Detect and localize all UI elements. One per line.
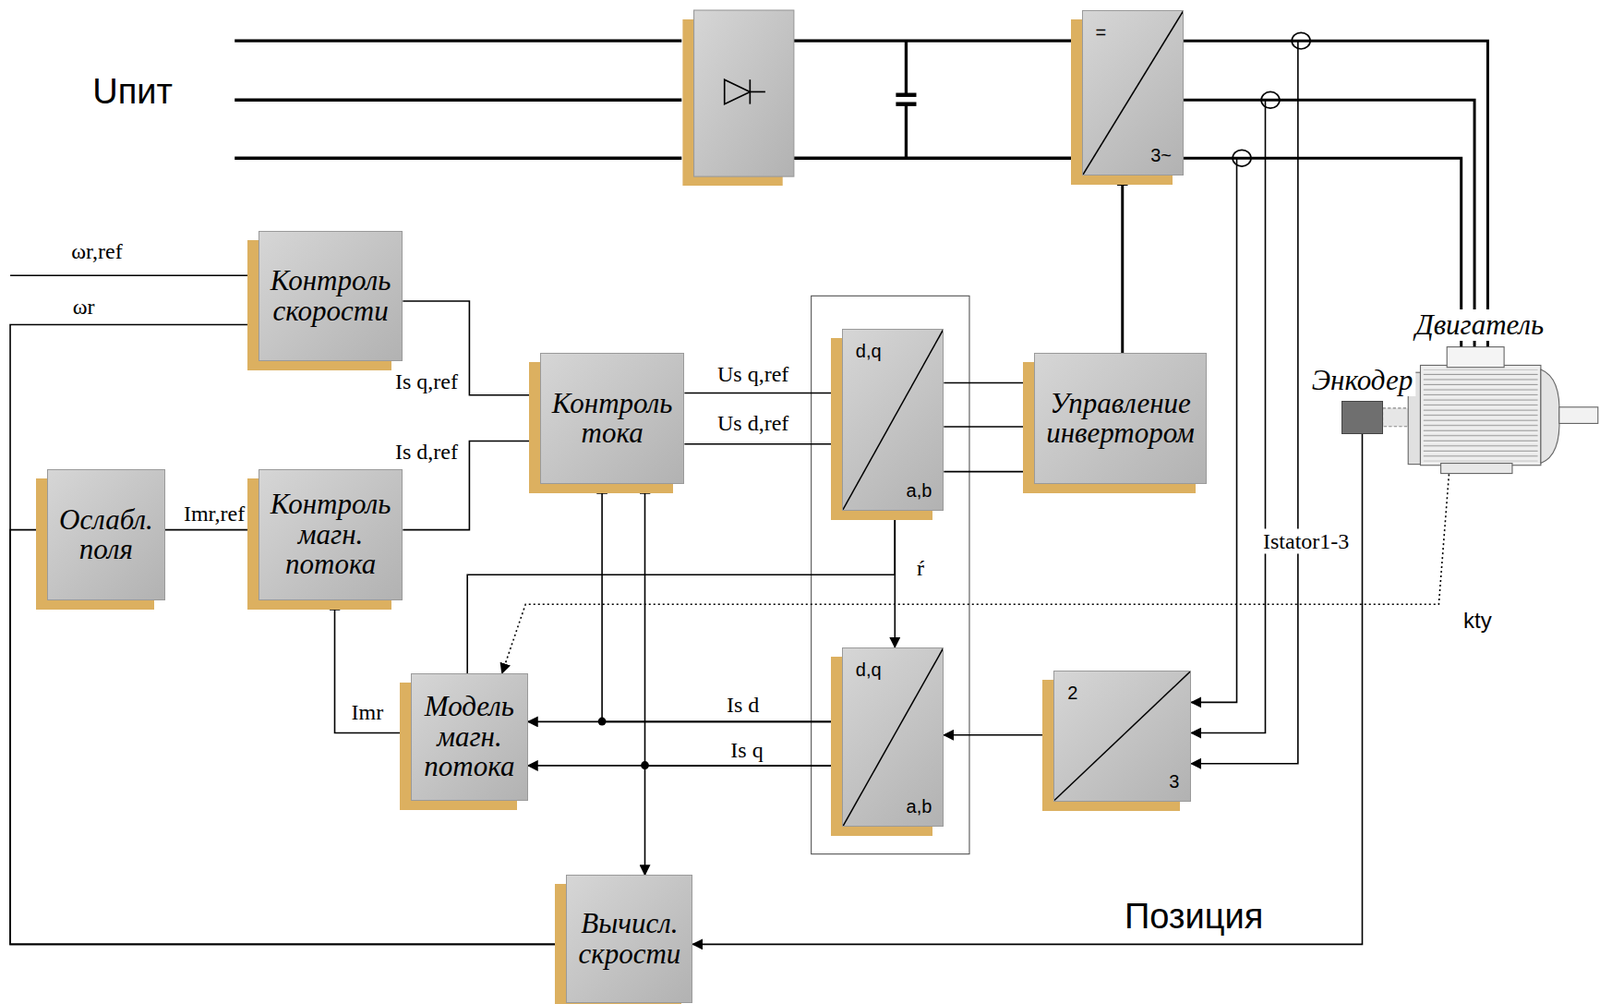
signal-label: Is q bbox=[728, 737, 765, 763]
motor-shaft bbox=[1559, 407, 1599, 424]
process-box: Контроль скорости bbox=[258, 230, 404, 361]
node-text: Контроль скорости bbox=[264, 265, 397, 326]
process-box: Ослабл. поля bbox=[47, 469, 166, 600]
node-text: 2 bbox=[1067, 682, 1078, 703]
transform-box: 23 bbox=[1053, 670, 1191, 801]
signal-line bbox=[893, 510, 896, 648]
encoder: Энкодер bbox=[1341, 400, 1383, 434]
signal-line bbox=[645, 483, 843, 766]
signal-line bbox=[943, 382, 1035, 385]
coupling bbox=[1383, 408, 1412, 427]
signal-line bbox=[645, 765, 843, 875]
node-text: Вычисл. скрости bbox=[572, 908, 686, 969]
free-label: Istator1-3 bbox=[1261, 528, 1351, 554]
signal-label: Imr,ref bbox=[181, 500, 247, 526]
diagonal-line bbox=[1054, 671, 1191, 800]
signal-label: Us q,ref bbox=[715, 360, 791, 386]
terminal-box bbox=[1446, 347, 1504, 368]
capacitor-lead bbox=[904, 104, 908, 159]
signal-line bbox=[943, 470, 1035, 473]
free-label: ωr,ref bbox=[69, 238, 124, 264]
diagonal-line bbox=[1082, 11, 1184, 175]
signal-label: Us d,ref bbox=[715, 409, 791, 435]
dc-bus bbox=[793, 156, 1072, 160]
rectifier-box bbox=[694, 10, 794, 177]
signal-line bbox=[943, 733, 1054, 736]
signal-line bbox=[10, 324, 566, 944]
transform-box: d,q a,b bbox=[842, 647, 945, 828]
diode-symbol bbox=[724, 79, 766, 105]
motor-feet bbox=[1441, 463, 1513, 474]
signal-line bbox=[692, 433, 1362, 945]
node-text: d,q bbox=[855, 659, 882, 680]
signal-line bbox=[335, 600, 411, 734]
signal-label: Is d,ref bbox=[393, 438, 460, 464]
signal-line bbox=[1183, 40, 1488, 347]
transform-box: d,q a,b bbox=[842, 328, 945, 511]
process-box: Модель магн. потока bbox=[410, 673, 529, 801]
process-box: Управление инвертором bbox=[1034, 352, 1207, 483]
process-box: Контроль тока bbox=[540, 352, 686, 483]
supply-wire bbox=[234, 39, 682, 43]
signal-line bbox=[165, 529, 259, 531]
node-text: Контроль магн. потока bbox=[264, 489, 397, 580]
dc-bus bbox=[793, 39, 1072, 43]
node-text: d,q bbox=[855, 340, 882, 361]
diode-triangle bbox=[724, 79, 751, 105]
capacitor-plate bbox=[895, 93, 916, 97]
node-text: a,b bbox=[906, 480, 933, 501]
node-text: 3~ bbox=[1150, 144, 1172, 166]
signal-label: Позиция bbox=[1122, 896, 1265, 937]
signal-label: kty bbox=[1461, 607, 1494, 634]
input-arrow bbox=[10, 274, 257, 277]
capacitor-lead bbox=[904, 40, 908, 96]
signal-line bbox=[1120, 175, 1124, 353]
diode-lead bbox=[749, 91, 766, 94]
sensor-link bbox=[502, 473, 1450, 674]
node-text: Управление инвертором bbox=[1040, 388, 1201, 449]
signal-line bbox=[467, 510, 895, 674]
node-text: 3 bbox=[1168, 770, 1179, 792]
motor-body bbox=[1419, 364, 1540, 465]
node-text: a,b bbox=[906, 795, 933, 817]
supply-lines bbox=[234, 40, 1071, 158]
motor-endcap bbox=[1540, 369, 1560, 464]
motor: Двигатель bbox=[1403, 346, 1557, 474]
signal-label: ωr bbox=[71, 293, 97, 319]
signal-label: Is q,ref bbox=[393, 369, 460, 395]
node-text: Контроль тока bbox=[546, 388, 679, 449]
signal-label: Is d bbox=[724, 691, 761, 717]
supply-wire bbox=[234, 98, 682, 102]
node-text: = bbox=[1095, 22, 1107, 43]
signal-line bbox=[943, 425, 1035, 428]
free-label: Uпит bbox=[90, 72, 175, 112]
signal-label: Imr bbox=[349, 699, 386, 725]
signal-line bbox=[601, 483, 843, 722]
node-text: Энкодер bbox=[1309, 364, 1416, 397]
node-text: Модель магн. потока bbox=[417, 691, 522, 782]
diagonal-line bbox=[842, 329, 944, 510]
node-text: Ослабл. поля bbox=[53, 505, 159, 566]
signal-line bbox=[684, 392, 842, 395]
diagonal-line bbox=[842, 648, 944, 827]
inverter-box: = 3~ bbox=[1082, 10, 1185, 176]
node-text: Двигатель bbox=[1412, 309, 1547, 341]
capacitor-plate bbox=[895, 101, 916, 106]
process-box: Контроль магн. потока bbox=[258, 469, 404, 600]
supply-wire bbox=[234, 156, 682, 160]
process-box: Вычисл. скрости bbox=[565, 874, 693, 1003]
signal-line bbox=[684, 443, 842, 446]
signal-label: ŕ bbox=[914, 554, 927, 580]
motor-fins bbox=[1423, 369, 1539, 461]
